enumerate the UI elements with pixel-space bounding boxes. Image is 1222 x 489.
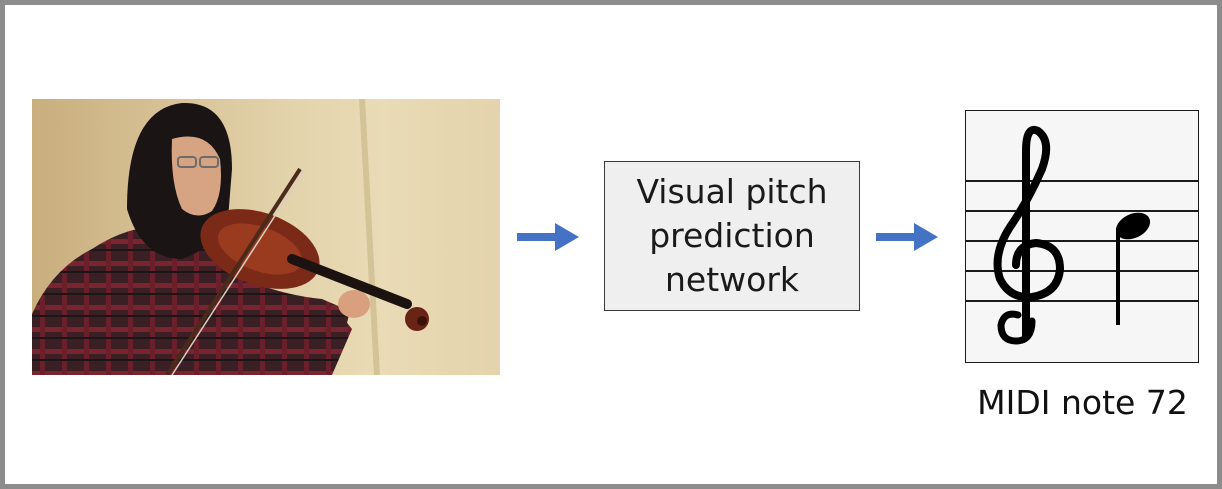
music-staff-icon: [965, 110, 1199, 363]
right-arrow-icon: [517, 222, 581, 256]
midi-caption: MIDI note 72: [977, 383, 1188, 422]
right-arrow-icon: [876, 222, 940, 256]
quarter-note-icon: [1115, 212, 1151, 325]
treble-clef-icon: [993, 126, 1065, 345]
violinist-photo: [32, 99, 500, 375]
network-label: Visual pitch prediction network: [636, 172, 828, 299]
pitch-network-box: Visual pitch prediction network: [604, 161, 860, 311]
